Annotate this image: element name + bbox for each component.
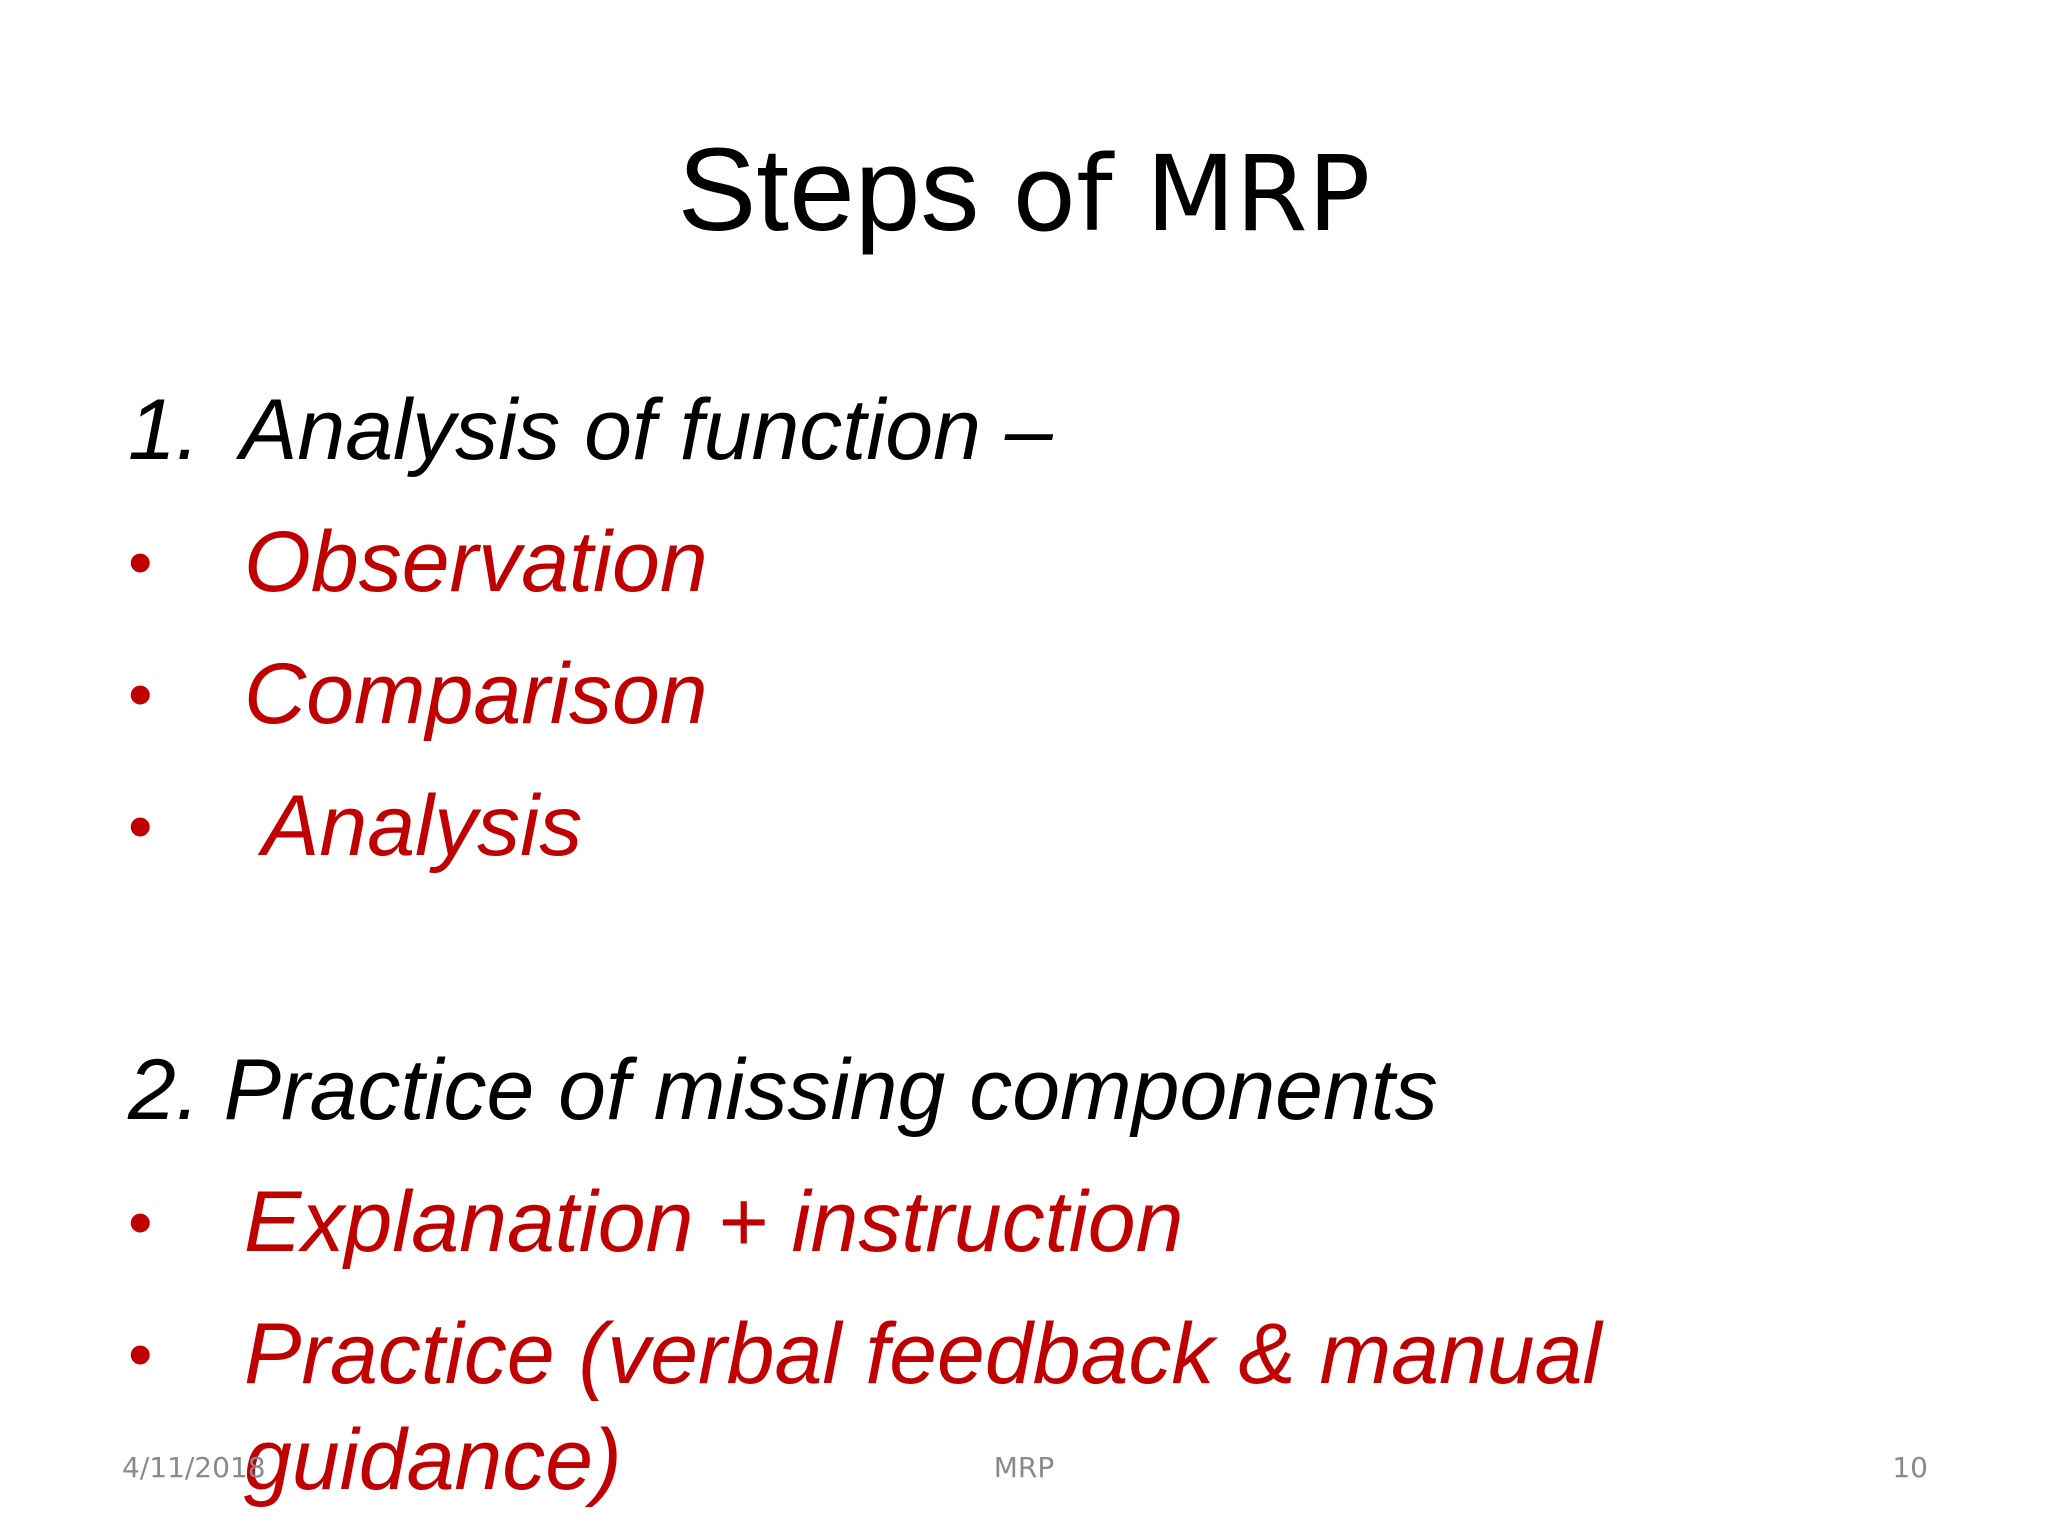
bullet-text-explanation: Explanation + instruction — [244, 1174, 1184, 1270]
footer-date: 4/11/2018 — [122, 1451, 266, 1484]
footer-title: MRP — [993, 1451, 1055, 1484]
title-part-of-mrp: of MRP — [979, 133, 1371, 255]
bullet-text-practice: Practice (verbal feedback & manual — [244, 1306, 1602, 1402]
bullet-icon: • — [128, 787, 153, 865]
slide-title: Steps of MRP — [0, 120, 2048, 264]
bullet-text-analysis: Analysis — [262, 778, 583, 874]
bullet-icon: • — [128, 1183, 153, 1261]
bullet-icon: • — [128, 523, 153, 601]
slide-number: 10 — [1892, 1451, 1928, 1484]
bullet-icon: • — [128, 1315, 153, 1393]
bullet-text-comparison: Comparison — [244, 646, 708, 742]
bullet-text-observation: Observation — [244, 514, 708, 610]
section-1-number: 1. — [128, 382, 200, 478]
bullet-icon: • — [128, 655, 153, 733]
title-part-steps: Steps — [677, 124, 980, 256]
section-2-heading-text: 2. Practice of missing components — [128, 1042, 1438, 1138]
section-1-heading-text: Analysis of function – — [240, 382, 1053, 478]
bullet-text-guidance: guidance) — [244, 1412, 622, 1508]
